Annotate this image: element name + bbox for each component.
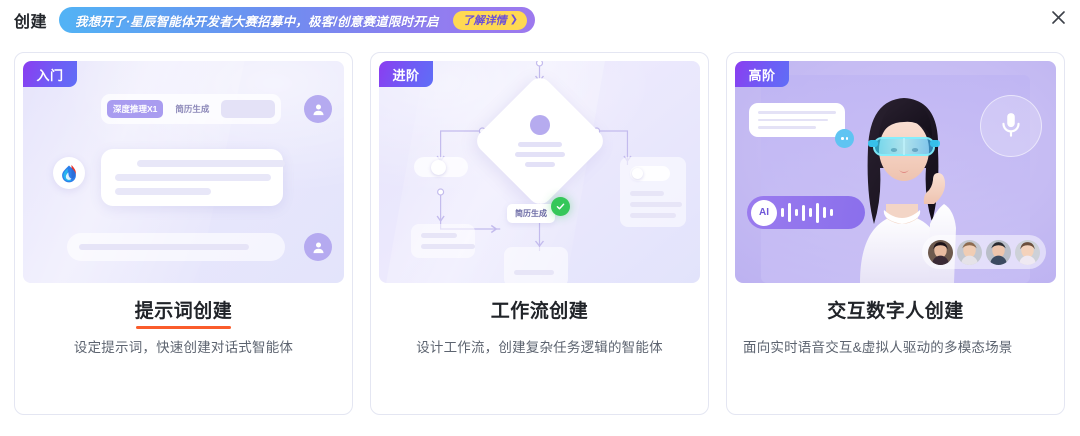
panel-line	[421, 244, 475, 249]
workflow-node-label: 简历生成	[507, 204, 555, 223]
wave-bar	[788, 203, 791, 222]
card-prompt-create[interactable]: 入门 深度推理X1 简历生成	[14, 52, 353, 415]
chat-bubble-icon	[835, 129, 854, 148]
input-placeholder-bar	[79, 244, 249, 250]
wave-bar	[781, 208, 784, 217]
panel-toggle	[630, 166, 670, 181]
avatar	[957, 239, 982, 265]
chip-resume-generate: 简历生成	[175, 104, 210, 114]
node-line	[524, 162, 555, 167]
model-chip-bar: 深度推理X1 简历生成	[101, 94, 281, 124]
user-avatar-bottom	[304, 233, 332, 261]
promo-banner-cta-button[interactable]: 了解详情 ❯	[452, 10, 528, 30]
panel-line	[421, 233, 457, 238]
avatar	[928, 239, 953, 265]
node-avatar-dot	[529, 115, 550, 135]
chevron-right-icon: ❯	[509, 14, 519, 25]
wave-bar	[802, 204, 805, 221]
card-digital-human-illustration: 高阶	[735, 61, 1056, 283]
panel-line	[630, 202, 682, 207]
workflow-panel-bottom	[504, 247, 568, 283]
toggle-knob	[632, 168, 643, 179]
close-icon	[1051, 10, 1065, 24]
msg-line	[115, 174, 271, 181]
chat-line	[758, 118, 828, 122]
card-prompt-illustration: 入门 深度推理X1 简历生成	[23, 61, 344, 283]
wave-bar	[823, 207, 826, 218]
user-avatar-top	[304, 95, 332, 123]
wave-bar	[809, 208, 812, 217]
workflow-toggle-left	[414, 157, 468, 177]
wave-bar	[830, 209, 833, 216]
workflow-status-badge	[551, 197, 570, 216]
card-prompt-body: 提示词创建 设定提示词，快速创建对话式智能体	[15, 283, 352, 414]
chip-placeholder	[221, 100, 275, 118]
ai-voice-waveform: AI	[747, 196, 865, 229]
chat-line	[758, 111, 836, 114]
workflow-panel-left	[411, 224, 475, 258]
workflow-panel-right	[620, 157, 686, 227]
page-title: 创建	[14, 14, 48, 31]
assistant-message-bubble	[101, 149, 285, 206]
card-digital-human-create[interactable]: 高阶	[726, 52, 1065, 415]
chat-message-card	[749, 103, 845, 137]
create-mode-card-list: 入门 深度推理X1 简历生成	[14, 52, 1066, 415]
card-workflow-body: 工作流创建 设计工作流，创建复杂任务逻辑的智能体	[371, 283, 708, 414]
toggle-knob	[431, 159, 446, 175]
microphone-icon	[1002, 113, 1020, 137]
card-workflow-create[interactable]: 进阶	[370, 52, 709, 415]
card-digital-human-title: 交互数字人创建	[827, 301, 964, 322]
avatar	[1015, 239, 1040, 265]
card-digital-human-body: 交互数字人创建 面向实时语音交互&虚拟人驱动的多模态场景	[727, 283, 1064, 414]
chat-line	[758, 126, 816, 130]
promo-banner[interactable]: 我想开了·星辰智能体开发者大赛招募中，极客/创意赛道限时开启 了解详情 ❯	[59, 7, 536, 33]
chat-input-pill	[67, 233, 285, 261]
digital-human-avatar-list	[922, 235, 1046, 269]
promo-cta-label: 了解详情	[462, 15, 507, 27]
avatar	[986, 239, 1011, 265]
level-badge-intermediate: 进阶	[379, 61, 433, 87]
user-avatar-icon	[313, 104, 323, 115]
node-line	[517, 142, 562, 147]
level-badge-advanced: 高阶	[735, 61, 789, 87]
workflow-decision-content	[492, 93, 588, 189]
close-banner-button[interactable]	[1048, 7, 1068, 27]
wave-bar	[816, 202, 819, 223]
card-workflow-desc: 设计工作流，创建复杂任务逻辑的智能体	[416, 339, 663, 355]
user-avatar-icon	[313, 242, 323, 253]
page-header: 创建 我想开了·星辰智能体开发者大赛招募中，极客/创意赛道限时开启 了解详情 ❯	[0, 0, 1080, 40]
dot	[845, 137, 848, 140]
wave-bar	[795, 209, 798, 216]
card-workflow-illustration: 进阶	[379, 61, 700, 283]
card-workflow-title: 工作流创建	[490, 301, 589, 322]
msg-line	[115, 188, 211, 195]
check-circle-icon	[556, 203, 565, 210]
chip-deep-reasoning: 深度推理X1	[107, 100, 164, 118]
microphone-button	[980, 95, 1042, 157]
panel-line	[630, 213, 676, 218]
droplet-logo-icon	[62, 164, 76, 183]
node-line	[514, 152, 565, 157]
panel-line	[514, 270, 554, 275]
ai-badge-label: AI	[751, 199, 777, 226]
level-badge-beginner: 入门	[23, 61, 77, 87]
dot	[841, 137, 844, 140]
card-digital-human-desc: 面向实时语音交互&虚拟人驱动的多模态场景	[743, 339, 1013, 355]
panel-line	[630, 191, 664, 196]
promo-banner-text: 我想开了·星辰智能体开发者大赛招募中，极客/创意赛道限时开启	[75, 14, 439, 29]
brand-logo-badge	[53, 157, 85, 189]
msg-line	[137, 160, 285, 167]
card-prompt-title: 提示词创建	[134, 301, 233, 329]
card-prompt-desc: 设定提示词，快速创建对话式智能体	[73, 339, 294, 355]
